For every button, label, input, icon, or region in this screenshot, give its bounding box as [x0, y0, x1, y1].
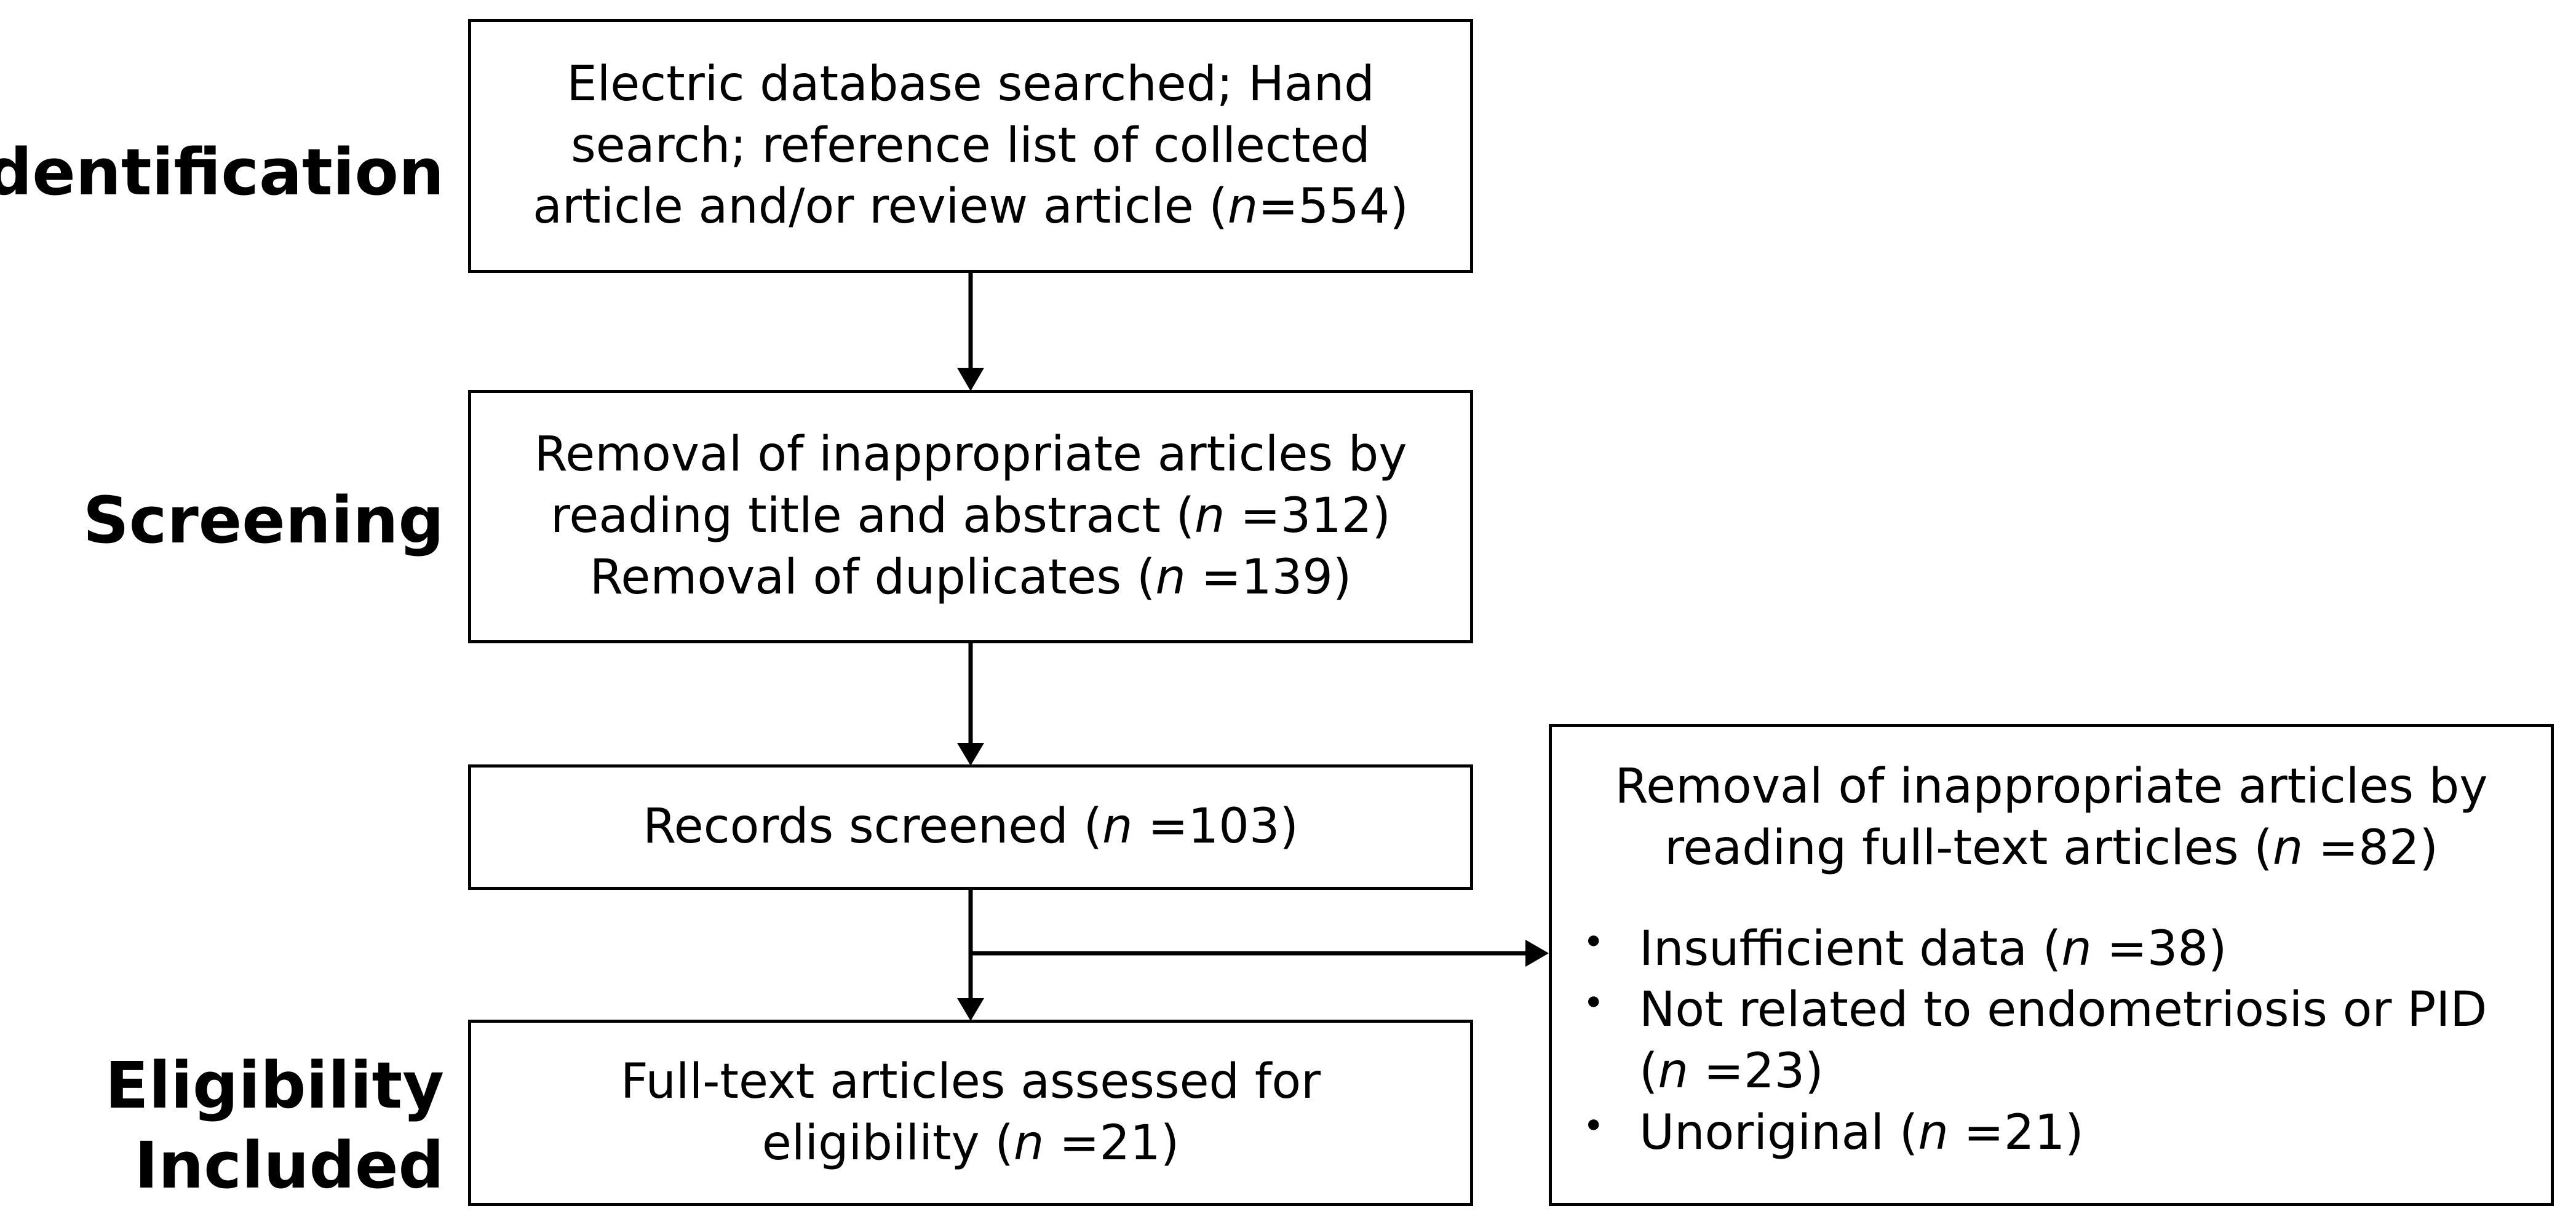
exclusion-box: Removal of inappropriate articles by rea… [1549, 724, 2554, 1206]
identification-line-3: article and/or review article (n=554) [533, 179, 1409, 235]
screening-line-1: Removal of inappropriate articles by [534, 427, 1407, 483]
bullet-icon: • [1583, 1105, 1605, 1148]
arrowhead-screening [957, 368, 984, 391]
identification-line-2: search; reference list of collected [571, 117, 1370, 173]
arrowhead-exclusion [1525, 940, 1549, 967]
stage-label-eligibility: Eligibility [105, 1048, 444, 1123]
records-screened-text: Records screened (n =103) [643, 799, 1298, 855]
screening-line-3: Removal of duplicates (n =139) [589, 549, 1352, 605]
bullet-icon: • [1583, 920, 1605, 964]
stage-label-included: Included [134, 1128, 445, 1203]
arrowhead-records [957, 743, 984, 766]
stage-label-screening: Screening [82, 483, 444, 558]
arrowhead-fulltext [957, 998, 984, 1021]
exclusion-heading: Removal of inappropriate articles by rea… [1552, 756, 2551, 879]
exclusion-heading-line-1: Removal of inappropriate articles by [1615, 759, 2488, 814]
identification-box: Electric database searched; Hand search;… [468, 19, 1473, 273]
exclusion-reason-unoriginal: •Unoriginal (n =21) [1576, 1103, 2551, 1164]
stage-label-eligibility-included: Eligibility Included [105, 1045, 444, 1205]
stage-label-identification: Identification [0, 135, 444, 210]
records-screened-box: Records screened (n =103) [468, 764, 1473, 890]
fulltext-assessed-box: Full-text articles assessed for eligibil… [468, 1020, 1473, 1206]
identification-line-1: Electric database searched; Hand [566, 56, 1375, 112]
bullet-icon: • [1583, 982, 1605, 1025]
exclusion-reason-not-related: •Not related to endometriosis or PID [1576, 980, 2551, 1041]
exclusion-reasons-list: •Insufficient data (n =38) •Not related … [1552, 919, 2551, 1164]
fulltext-line-1: Full-text articles assessed for [620, 1053, 1321, 1109]
exclusion-reason-insufficient-data: •Insufficient data (n =38) [1576, 919, 2551, 980]
screening-box: Removal of inappropriate articles by rea… [468, 390, 1473, 643]
fulltext-line-2: eligibility (n =21) [761, 1115, 1180, 1171]
exclusion-heading-line-2: reading full-text articles (n =82) [1664, 820, 2438, 876]
screening-line-2: reading title and abstract (n =312) [551, 488, 1391, 544]
exclusion-reason-not-related-count: (n =23) [1639, 1044, 1824, 1100]
